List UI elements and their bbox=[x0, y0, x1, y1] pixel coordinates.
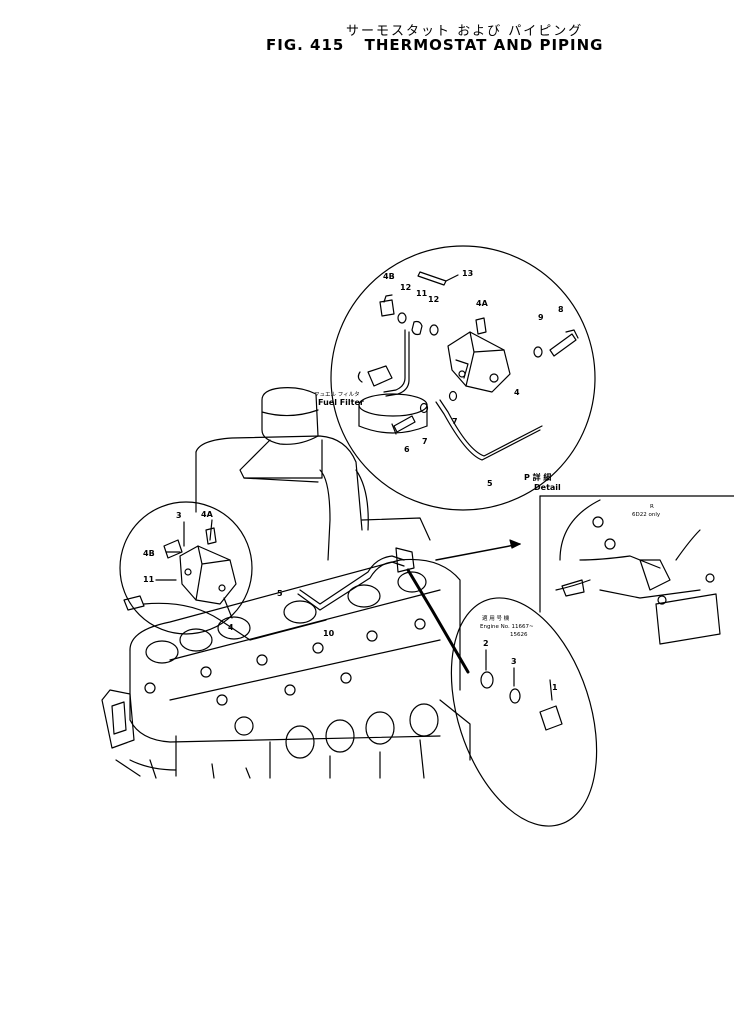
washer-7-a bbox=[448, 390, 458, 402]
label-4a-top: 4A bbox=[476, 299, 489, 308]
label-10-engine: 10 bbox=[323, 629, 335, 638]
engine-pipe-10 bbox=[299, 555, 405, 605]
label-6-top: 6 bbox=[404, 445, 410, 454]
fuel-filter-label: Fuel Filter bbox=[318, 398, 364, 407]
label-4-top: 4 bbox=[514, 388, 520, 397]
detail-box-right bbox=[539, 495, 734, 645]
figure-title: FIG. 415 THERMOSTAT AND PIPING bbox=[266, 36, 604, 54]
bolt-8 bbox=[549, 333, 577, 357]
label-12-top-b: 12 bbox=[428, 295, 439, 304]
detail-circle-top bbox=[330, 245, 596, 511]
washer-12-left bbox=[397, 312, 407, 324]
label-4b-top: 4B bbox=[383, 272, 395, 281]
label-11-top: 11 bbox=[416, 289, 428, 298]
label-5-engine: 5 bbox=[277, 589, 283, 598]
left-thermostat bbox=[163, 527, 237, 605]
note-6d22: 6D22 only bbox=[632, 512, 661, 518]
detail-jp: P 詳 細 bbox=[524, 472, 551, 482]
fuel-filter bbox=[357, 365, 428, 434]
washer-9 bbox=[533, 346, 543, 358]
bolt-4a bbox=[475, 317, 487, 335]
fitting-1 bbox=[539, 705, 563, 731]
detail-circle-lower bbox=[450, 597, 598, 827]
hose-black bbox=[406, 568, 470, 674]
engine-block bbox=[101, 387, 471, 779]
label-3-lower: 3 bbox=[511, 657, 517, 666]
bolt-6 bbox=[393, 415, 416, 433]
serial-end: 15626 bbox=[510, 632, 528, 638]
fuel-filter-jp: フュエル フィルタ bbox=[314, 390, 360, 398]
label-13-top: 13 bbox=[462, 269, 473, 278]
label-3-left: 3 bbox=[176, 511, 182, 520]
engine-thermostat bbox=[395, 547, 415, 573]
figure-number: FIG. 415 bbox=[266, 36, 345, 54]
fitting-left bbox=[123, 595, 145, 611]
label-4-left: 4 bbox=[228, 623, 234, 632]
label-9-top: 9 bbox=[538, 313, 544, 322]
label-4b-left: 4B bbox=[143, 549, 155, 558]
label-8-top: 8 bbox=[558, 305, 564, 314]
label-7-top-a: 7 bbox=[452, 417, 458, 426]
detail-arrow bbox=[435, 543, 521, 561]
figure-title-english: THERMOSTAT AND PIPING bbox=[364, 36, 604, 54]
washer-7-b bbox=[419, 402, 429, 414]
washer-3 bbox=[509, 688, 521, 704]
note-r-jp: R bbox=[650, 504, 654, 510]
serial-engine-no: Engine No. 11667~ bbox=[480, 624, 534, 630]
pipe-11 bbox=[383, 329, 406, 393]
detail-label: Detail bbox=[534, 483, 561, 492]
label-4a-left: 4A bbox=[201, 510, 214, 519]
banjo-11 bbox=[411, 320, 423, 336]
thermostat-housing bbox=[447, 317, 511, 393]
pin-13 bbox=[417, 271, 447, 286]
label-1-lower: 1 bbox=[552, 683, 558, 692]
label-12-top-a: 12 bbox=[400, 283, 411, 292]
serial-jp: 適 用 号 機 bbox=[482, 614, 510, 622]
bolt-4b bbox=[379, 294, 395, 317]
washer-12-right bbox=[429, 324, 439, 336]
plug-2 bbox=[480, 671, 494, 689]
label-7-top-b: 7 bbox=[422, 437, 428, 446]
pipe-5 bbox=[435, 401, 541, 461]
title-japanese: サーモスタット および パイピング bbox=[346, 24, 584, 39]
label-11-left: 11 bbox=[143, 575, 155, 584]
label-2-lower: 2 bbox=[483, 639, 489, 648]
detail-circle-left bbox=[119, 501, 253, 635]
label-5-top: 5 bbox=[487, 479, 493, 488]
